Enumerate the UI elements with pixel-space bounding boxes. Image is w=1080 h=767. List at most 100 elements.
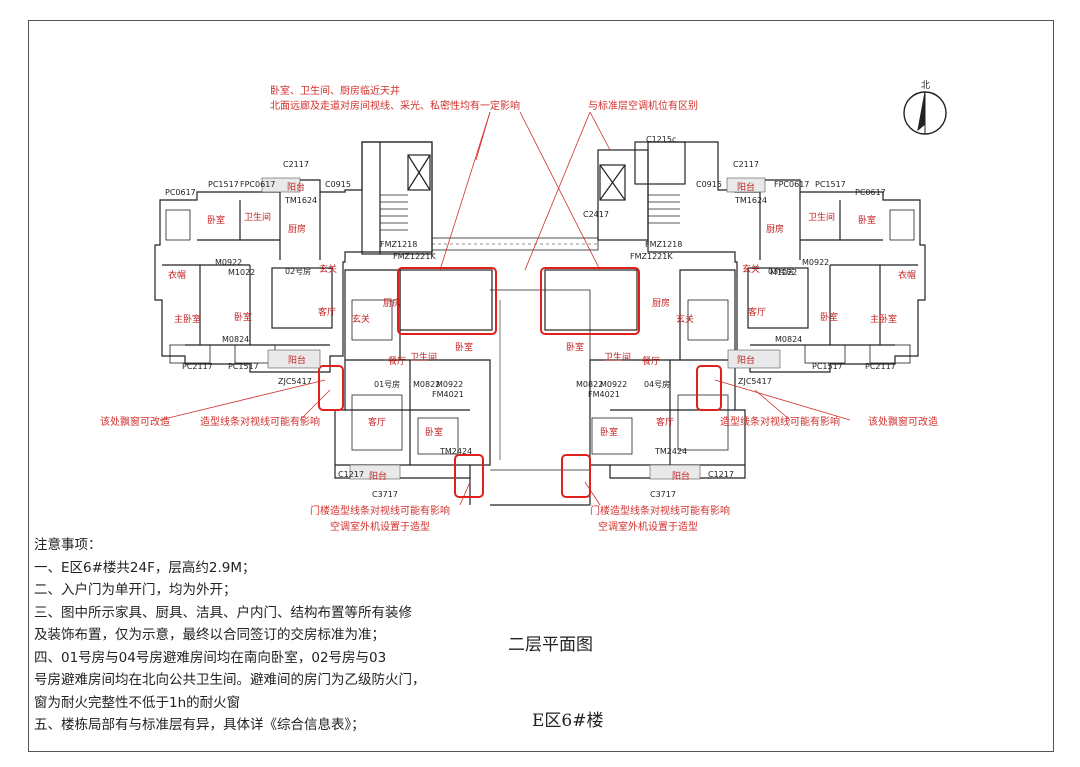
code-label: M1022 xyxy=(228,268,256,277)
room-label: 客厅 xyxy=(656,418,675,428)
code-label: C1217 xyxy=(338,470,364,479)
code-label: PC2117 xyxy=(182,362,213,371)
code-label: C0915 xyxy=(325,180,351,189)
annotation-left-bay: 该处飘窗可改造 xyxy=(100,417,170,428)
room-label: 厨房 xyxy=(383,299,402,309)
room-label: 卧室 xyxy=(566,343,585,353)
annotation-bottom-left-2: 空调室外机设置于造型 xyxy=(330,522,430,533)
annotation-top-right: 与标准层空调机位有区别 xyxy=(588,101,698,112)
unit-label: 02号房 xyxy=(285,267,312,276)
unit-label: 03号房 xyxy=(768,267,795,276)
code-label: C0915 xyxy=(696,180,722,189)
building-subtitle: E区6#楼 xyxy=(532,711,604,731)
code-label: PC1517 xyxy=(228,362,259,371)
code-label: FM4021 xyxy=(588,390,620,399)
code-label: PC0617 xyxy=(855,188,886,197)
room-label: 卫生间 xyxy=(244,213,272,223)
room-label: 客厅 xyxy=(748,308,767,318)
room-label: 卧室 xyxy=(600,428,619,438)
code-label: PC1517 xyxy=(815,180,846,189)
unit-label: 01号房 xyxy=(374,380,401,389)
notes-line: 及装饰布置，仅为示意，最终以合同签订的交房标准为准； xyxy=(34,627,385,643)
room-label: 卧室 xyxy=(455,343,474,353)
annotation-top-left-2: 北面远廊及走道对房间视线、采光、私密性均有一定影响 xyxy=(270,101,520,112)
room-label: 客厅 xyxy=(318,308,337,318)
north-label: 北 xyxy=(921,81,931,91)
code-label: FPC0617 xyxy=(240,180,276,189)
room-label: 阳台 xyxy=(288,356,307,366)
notes-line: 五、楼栋局部有与标准层有异，具体详《综合信息表》； xyxy=(34,717,365,733)
code-label: PC0617 xyxy=(165,188,196,197)
code-label: M0922 xyxy=(436,380,464,389)
room-label: 卫生间 xyxy=(808,213,836,223)
room-label: 餐厅 xyxy=(388,357,407,367)
room-label: 卧室 xyxy=(207,216,226,226)
drawing-title: 二层平面图 xyxy=(508,635,593,655)
notes-line: 四、01号房与04号房避难房间均在南向卧室，02号房与03 xyxy=(34,649,387,666)
room-label: 阳台 xyxy=(287,183,306,193)
code-label: C2117 xyxy=(733,160,759,169)
code-label: C2117 xyxy=(283,160,309,169)
room-label: 阳台 xyxy=(737,356,756,366)
notes-line: 一、E区6#楼共24F，层高约2.9M； xyxy=(34,559,256,576)
annotation-left-line: 造型线条对视线可能有影响 xyxy=(200,417,320,428)
notes-line: 窗为耐火完整性不低于1h的耐火窗 xyxy=(34,694,241,711)
room-label: 卫生间 xyxy=(604,353,632,363)
room-label: 卧室 xyxy=(234,313,253,323)
room-label: 阳台 xyxy=(369,472,388,482)
code-label: FMZ1218 xyxy=(380,240,418,249)
room-label: 厨房 xyxy=(766,225,785,235)
title-panel xyxy=(500,575,680,745)
room-label: 主卧室 xyxy=(174,315,202,325)
code-label: M0824 xyxy=(775,335,803,344)
code-label: FMZ1221K xyxy=(630,252,673,261)
code-label: FMZ1218 xyxy=(645,240,683,249)
code-label: M0822 xyxy=(413,380,441,389)
code-label: TM2424 xyxy=(440,447,473,456)
room-label: 衣帽 xyxy=(168,271,187,281)
north-arrow-icon xyxy=(903,91,947,135)
code-label: C2417 xyxy=(583,210,609,219)
annotation-bottom-right-1: 门楼造型线条对视线可能有影响 xyxy=(590,506,730,517)
annotation-bottom-right-2: 空调室外机设置于造型 xyxy=(598,522,698,533)
unit-label: 04号房 xyxy=(644,380,671,389)
notes-heading: 注意事项： xyxy=(34,537,102,553)
code-label: M0922 xyxy=(600,380,628,389)
annotation-right-bay: 该处飘窗可改造 xyxy=(868,417,938,428)
code-label: ZJC5417 xyxy=(278,377,312,386)
code-label: M0824 xyxy=(222,335,250,344)
code-label: C1217 xyxy=(708,470,734,479)
code-label: TM1624 xyxy=(285,196,318,205)
code-label: FM4021 xyxy=(432,390,464,399)
notes-line: 三、图中所示家具、厨具、洁具、户内门、结构布置等所有装修 xyxy=(34,604,412,621)
code-label: ZJC5417 xyxy=(738,377,772,386)
room-label: 玄关 xyxy=(676,315,695,325)
code-label: FMZ1221K xyxy=(393,252,436,261)
room-label: 客厅 xyxy=(368,418,387,428)
code-label: C1215c xyxy=(646,135,677,144)
code-label: PC2117 xyxy=(865,362,896,371)
annotation-right-line: 造型线条对视线可能有影响 xyxy=(720,417,840,428)
room-label: 主卧室 xyxy=(870,315,898,325)
code-label: PC1517 xyxy=(208,180,239,189)
code-label: M0922 xyxy=(215,258,243,267)
notes-block: 注意事项： 一、E区6#楼共24F，层高约2.9M； 二、入户门为单开门，均为外… xyxy=(34,534,426,737)
notes-line: 号房避难房间均在北向公共卫生间。避难间的房门为乙级防火门， xyxy=(34,672,426,688)
room-label: 阳台 xyxy=(672,472,691,482)
room-label: 玄关 xyxy=(319,265,338,275)
code-label: PC1517 xyxy=(812,362,843,371)
code-label: TM1624 xyxy=(735,196,768,205)
room-label: 阳台 xyxy=(737,183,756,193)
room-label: 玄关 xyxy=(742,265,761,275)
annotation-bottom-left-1: 门楼造型线条对视线可能有影响 xyxy=(310,506,450,517)
annotation-top-left-1: 卧室、卫生间、厨房临近天井 xyxy=(270,86,400,97)
code-label: M1022 xyxy=(770,268,798,277)
room-label: 卧室 xyxy=(425,428,444,438)
room-label: 厨房 xyxy=(288,225,307,235)
code-label: C3717 xyxy=(650,490,676,499)
code-label: C3717 xyxy=(372,490,398,499)
room-label: 卧室 xyxy=(820,313,839,323)
code-label: M0922 xyxy=(802,258,830,267)
room-label: 衣帽 xyxy=(898,271,917,281)
